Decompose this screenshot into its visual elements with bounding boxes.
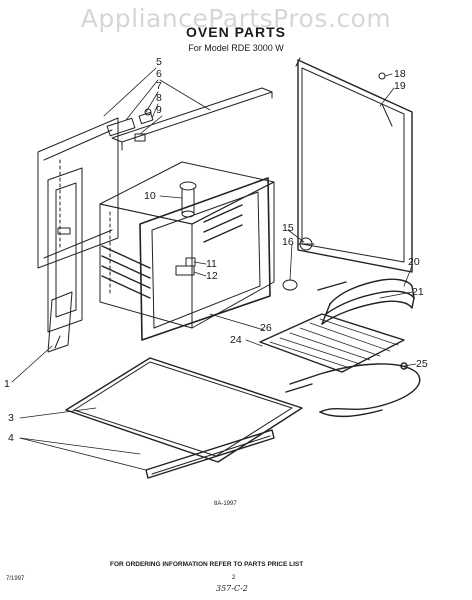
side-panel: [47, 167, 83, 353]
rear-panel: [37, 117, 119, 269]
small-brackets: [106, 108, 154, 142]
handwritten-note: 357-C-2: [216, 584, 248, 593]
callout-18: 18: [394, 68, 406, 80]
callout-8: 8: [156, 92, 162, 104]
screw: [378, 72, 386, 80]
callout-25: 25: [416, 358, 428, 370]
callout-11: 11: [206, 258, 217, 270]
callout-19: 19: [394, 80, 406, 92]
callout-10: 10: [144, 190, 156, 202]
sensor-bulb: [179, 181, 197, 218]
watermark: AppliancePartsPros.com: [80, 4, 392, 33]
callout-6: 6: [156, 68, 162, 80]
ordering-note: FOR ORDERING INFORMATION REFER TO PARTS …: [110, 561, 304, 568]
callout-3: 3: [8, 412, 14, 424]
callout-20: 20: [408, 256, 420, 268]
door-panel: [295, 57, 413, 273]
trim-strip: [145, 429, 275, 479]
element-coils: [101, 204, 243, 299]
bake-element: [285, 362, 421, 418]
front-frame: [139, 177, 271, 341]
diagram-title: OVEN PARTS: [186, 24, 286, 40]
callout-5: 5: [156, 56, 162, 68]
left-code: 7/1997: [6, 576, 25, 582]
callout-12: 12: [206, 270, 218, 282]
diagram-subtitle: For Model RDE 3000 W: [188, 43, 284, 53]
oven-rack: [259, 313, 405, 373]
top-rail: [111, 87, 273, 151]
callout-1: 1: [4, 378, 10, 390]
broil-element: [317, 278, 415, 325]
callout-15: 15: [282, 222, 294, 234]
bottom-panel: [65, 357, 303, 463]
callout-26: 26: [260, 322, 272, 334]
figure-code: 8A-1997: [214, 501, 237, 507]
callout-7: 7: [156, 80, 162, 92]
callout-24: 24: [230, 334, 242, 346]
leader-lines: [11, 67, 417, 471]
callout-9: 9: [156, 104, 162, 116]
page-number: 2: [232, 575, 236, 581]
callout-16: 16: [282, 236, 294, 248]
callout-4: 4: [8, 432, 14, 444]
callout-21: 21: [412, 286, 424, 298]
